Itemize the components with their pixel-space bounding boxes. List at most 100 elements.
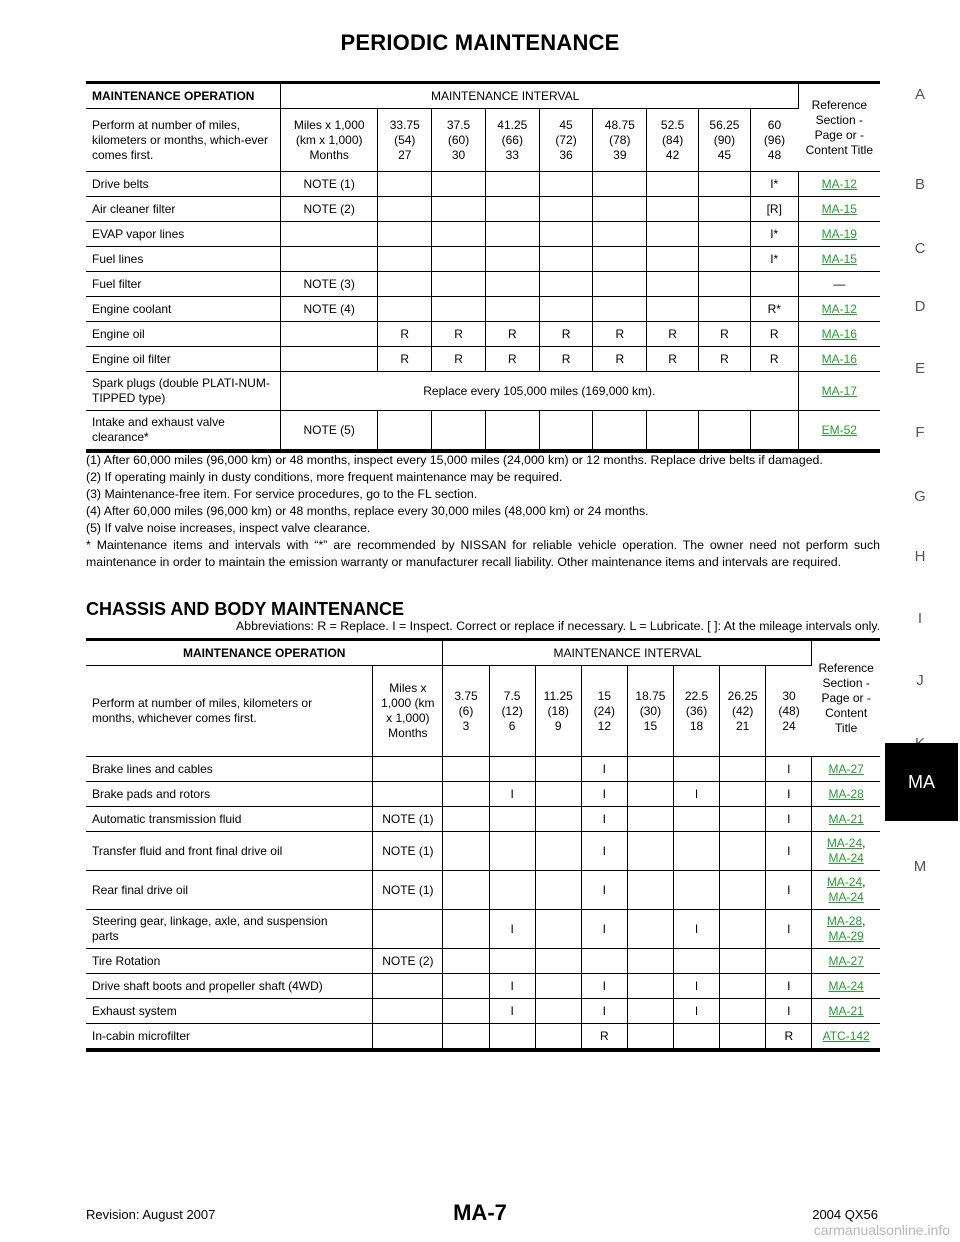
- item-name: Automatic transmission fluid: [86, 806, 374, 832]
- section-letter-i[interactable]: I: [917, 610, 923, 627]
- interval-value: I: [581, 909, 628, 949]
- table-row: Spark plugs (double PLATI-NUM-TIPPED typ…: [86, 371, 880, 411]
- reference-link[interactable]: MA-12: [821, 301, 857, 316]
- reference-link[interactable]: MA-24: [826, 836, 863, 850]
- item-name: EVAP vapor lines: [86, 221, 282, 247]
- reference-cell: MA-15: [798, 196, 880, 222]
- item-note: [372, 998, 444, 1024]
- reference-link[interactable]: MA-17: [821, 383, 857, 398]
- interval-value: R: [646, 321, 699, 347]
- interval-value: [592, 410, 648, 450]
- interval-value: [485, 171, 540, 197]
- interval-value: [489, 1023, 536, 1049]
- interval-value: [377, 410, 433, 450]
- interval-value: [377, 221, 433, 247]
- interval-value: R: [377, 346, 433, 372]
- interval-value: [535, 806, 582, 832]
- header-operation: MAINTENANCE OPERATION: [86, 84, 282, 109]
- reference-link[interactable]: MA-27: [828, 953, 864, 968]
- interval-value: [535, 909, 582, 949]
- section-tab-active[interactable]: MA: [885, 743, 958, 821]
- interval-value: [489, 806, 536, 832]
- section-letter-f[interactable]: F: [915, 424, 925, 441]
- interval-value: [719, 909, 767, 949]
- interval-value: [431, 296, 486, 322]
- reference-link[interactable]: MA-24: [828, 890, 864, 904]
- interval-value: [750, 271, 799, 297]
- item-note: NOTE (1): [372, 831, 444, 871]
- section-letter-h[interactable]: H: [914, 548, 926, 565]
- interval-value: [431, 271, 486, 297]
- item-note: [372, 909, 444, 949]
- interval-column: 15(24)12: [581, 665, 628, 757]
- interval-value: [719, 1023, 767, 1049]
- reference-link[interactable]: MA-28: [828, 786, 864, 801]
- reference-link[interactable]: MA-24: [828, 978, 864, 993]
- section-letter-e[interactable]: E: [914, 360, 925, 377]
- reference-link[interactable]: MA-21: [828, 1003, 864, 1018]
- interval-value: [592, 246, 648, 272]
- interval-value: [442, 973, 490, 999]
- item-note: NOTE (3): [280, 271, 379, 297]
- reference-link[interactable]: MA-27: [828, 761, 864, 776]
- interval-value: R: [431, 321, 486, 347]
- item-name: Brake pads and rotors: [86, 781, 374, 807]
- interval-value: R: [485, 346, 540, 372]
- reference-link[interactable]: ATC-142: [822, 1028, 870, 1043]
- interval-value: [719, 806, 767, 832]
- item-note: [372, 973, 444, 999]
- interval-column: 33.75(54)27: [377, 108, 433, 172]
- interval-value: [698, 246, 751, 272]
- reference-link[interactable]: MA-15: [821, 251, 857, 266]
- interval-value: [646, 171, 699, 197]
- item-name: Exhaust system: [86, 998, 374, 1024]
- header-perform: Perform at number of miles, kilometers o…: [86, 665, 374, 757]
- interval-value: [627, 806, 675, 832]
- section-letter-a[interactable]: A: [914, 86, 925, 103]
- reference-cell: MA-15: [798, 246, 880, 272]
- interval-value: R: [539, 321, 594, 347]
- interval-value: [535, 998, 582, 1024]
- section-letter-b[interactable]: B: [914, 176, 925, 193]
- reference-link[interactable]: MA-16: [821, 351, 857, 366]
- reference-link[interactable]: MA-21: [828, 811, 864, 826]
- interval-value: [627, 909, 675, 949]
- interval-value: [489, 870, 536, 910]
- spark-plug-interval: Replace every 105,000 miles (169,000 km)…: [280, 371, 799, 411]
- interval-column: 45(72)36: [539, 108, 594, 172]
- reference-link[interactable]: MA-12: [821, 176, 857, 191]
- section-letter-c[interactable]: C: [914, 240, 926, 257]
- section-letter-m[interactable]: M: [913, 858, 927, 875]
- reference-link[interactable]: MA-24: [828, 851, 864, 865]
- item-note: NOTE (1): [280, 171, 379, 197]
- reference-cell: MA-17: [798, 371, 880, 411]
- interval-value: I*: [750, 221, 799, 247]
- reference-link[interactable]: MA-29: [828, 929, 864, 943]
- notes: (1) After 60,000 miles (96,000 km) or 48…: [86, 452, 880, 571]
- reference-link[interactable]: MA-16: [821, 326, 857, 341]
- interval-value: R: [539, 346, 594, 372]
- item-note: NOTE (1): [372, 806, 444, 832]
- interval-value: [719, 973, 767, 999]
- reference-link[interactable]: MA-24: [826, 875, 863, 889]
- reference-link[interactable]: MA-28: [826, 914, 863, 928]
- interval-column: 18.75(30)15: [627, 665, 675, 757]
- interval-column: 56.25(90)45: [698, 108, 751, 172]
- item-name: Drive shaft boots and propeller shaft (4…: [86, 973, 374, 999]
- reference-cell: MA-16: [798, 321, 880, 347]
- reference-link[interactable]: MA-15: [821, 201, 857, 216]
- item-note: [280, 246, 379, 272]
- reference-link[interactable]: MA-19: [821, 226, 857, 241]
- section-title: CHASSIS AND BODY MAINTENANCE: [86, 599, 405, 619]
- section-letter-g[interactable]: G: [914, 488, 926, 505]
- section-letter-d[interactable]: D: [914, 298, 926, 315]
- interval-value: [698, 410, 751, 450]
- header-reference: Reference Section - Page or - Content Ti…: [798, 84, 880, 172]
- item-name: Transfer fluid and front final drive oil: [86, 831, 374, 871]
- reference-link[interactable]: EM-52: [821, 422, 857, 437]
- interval-value: [592, 196, 648, 222]
- table-row: Intake and exhaust valve clearance*NOTE …: [86, 410, 880, 450]
- section-letter-j[interactable]: J: [916, 672, 924, 689]
- reference-cell: MA-19: [798, 221, 880, 247]
